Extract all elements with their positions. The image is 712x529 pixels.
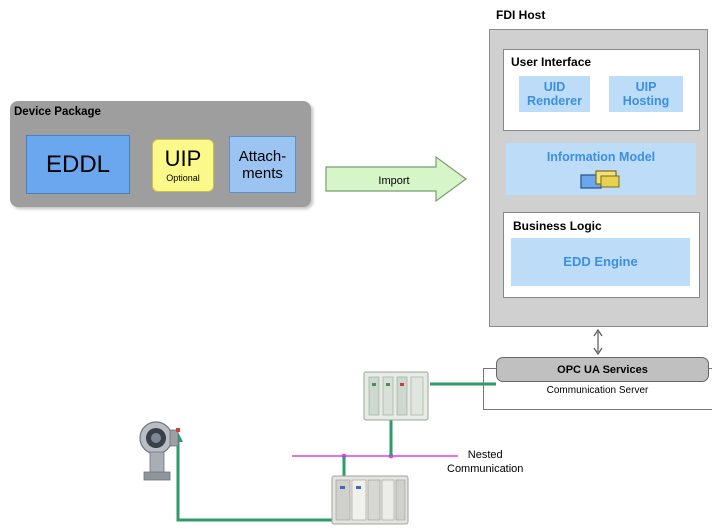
attachments-label-line2: ments xyxy=(242,164,283,182)
edd-engine-label: EDD Engine xyxy=(563,254,638,269)
opc-ua-services-box: OPC UA Services xyxy=(496,357,709,382)
field-transmitter xyxy=(139,421,180,481)
user-interface-title: User Interface xyxy=(511,55,592,69)
host-opc-connector xyxy=(593,328,603,356)
eddl-label: EDDL xyxy=(45,150,111,178)
fdi-host-title: FDI Host xyxy=(496,8,546,22)
device-package-title: Device Package xyxy=(14,106,101,118)
nested-communication-line1: Nested xyxy=(467,449,503,461)
edd-engine-box: EDD Engine xyxy=(511,238,690,286)
import-label: Import xyxy=(378,175,409,187)
controller-device xyxy=(363,371,429,421)
communication-server-label: Communication Server xyxy=(546,385,649,396)
uip-hosting-line1: UIP xyxy=(635,80,657,94)
uip-file: UIP Optional xyxy=(152,139,214,192)
uip-hosting-box: UIP Hosting xyxy=(609,76,683,112)
attachments-label-line1: Attach- xyxy=(238,147,287,165)
attachments-file: Attach- ments xyxy=(229,136,296,193)
nested-communication-line2: Communication xyxy=(447,463,524,475)
uid-renderer-line1: UID xyxy=(543,80,566,94)
uip-label: UIP xyxy=(164,146,202,171)
remote-io-rack xyxy=(331,475,409,525)
eddl-file: EDDL xyxy=(26,135,130,194)
information-model-label: Information Model xyxy=(546,150,656,164)
uip-hosting-line2: Hosting xyxy=(622,94,670,108)
information-model-icon xyxy=(580,170,620,189)
import-arrow: Import xyxy=(325,155,468,203)
uip-optional-label: Optional xyxy=(166,173,200,183)
business-logic-title: Business Logic xyxy=(513,219,602,233)
information-model-box: Information Model xyxy=(506,143,696,195)
opc-ua-services-label: OPC UA Services xyxy=(557,363,648,376)
uid-renderer-box: UID Renderer xyxy=(519,76,590,112)
nested-communication-label: Nested Communication xyxy=(447,448,523,476)
nested-fieldbus-line xyxy=(292,453,458,459)
uid-renderer-line2: Renderer xyxy=(527,94,582,108)
